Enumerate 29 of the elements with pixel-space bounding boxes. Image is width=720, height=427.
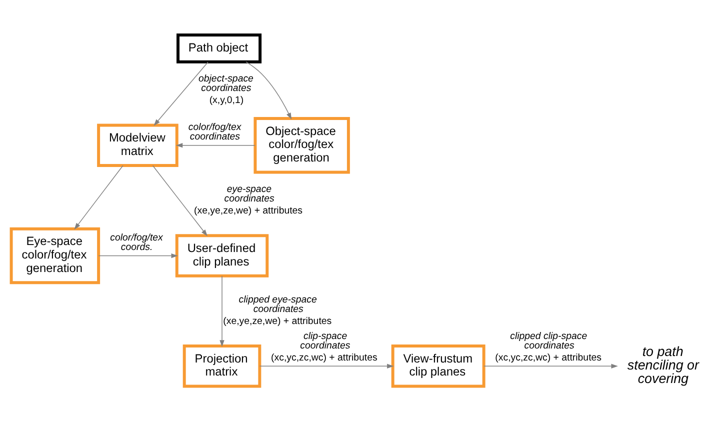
arrow xyxy=(259,363,394,368)
node-box: Eye-space color/fog/tex generation xyxy=(10,226,100,284)
arrow xyxy=(484,363,618,368)
label: (x,y,0,1) xyxy=(209,94,244,106)
node-box: Modelview matrix xyxy=(97,123,178,166)
node-box: Path object xyxy=(176,33,262,63)
node-box: View-frustum clip planes xyxy=(391,344,486,388)
edge-label: clip-space coordinates xyxy=(300,330,350,352)
arrow xyxy=(220,275,224,346)
label: (xe,ye,ze,we) + attributes xyxy=(223,315,332,326)
edge-label: color/fog/tex coords. xyxy=(110,232,163,253)
arrow xyxy=(152,164,208,236)
edge-label: color/fog/tex coordinates xyxy=(188,122,242,142)
arrow xyxy=(246,60,292,120)
node-box: Projection matrix xyxy=(182,344,262,388)
node-box: User-defined clip planes xyxy=(175,234,269,277)
edge-label: clipped eye-space coordinates xyxy=(238,294,317,315)
edge-label: eye-space coordinates xyxy=(224,183,274,204)
label: (xc,yc,zc,wc) + attributes xyxy=(271,352,378,363)
edge-label: clipped clip-space coordinates xyxy=(510,330,588,352)
label: (xc,yc,zc,wc) + attributes xyxy=(495,352,602,363)
arrow xyxy=(154,61,208,126)
node-box: Object-space color/fog/tex generation xyxy=(254,116,350,174)
arrow xyxy=(74,164,124,230)
arrow xyxy=(98,252,178,258)
label: (xe,ye,ze,we) + attributes xyxy=(194,205,303,216)
node-text: to path stenciling or covering xyxy=(627,344,699,386)
edge-label: object-space coordinates xyxy=(198,73,254,94)
arrow xyxy=(176,142,256,148)
